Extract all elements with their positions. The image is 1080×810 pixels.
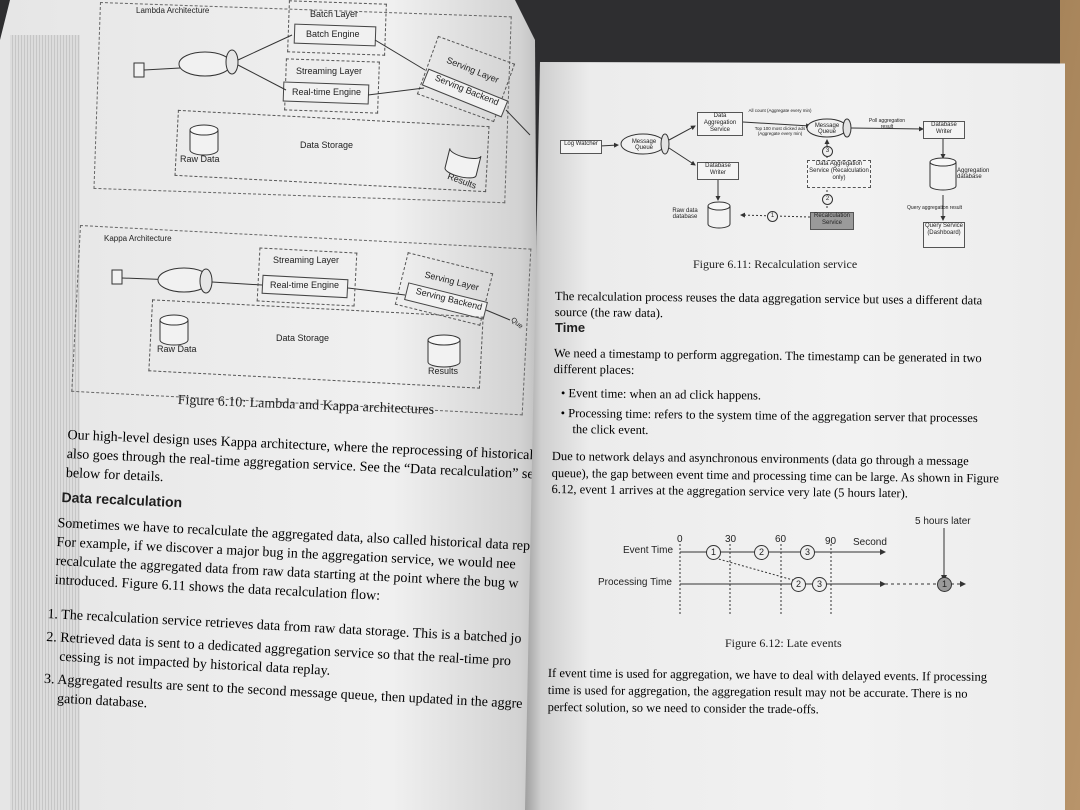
list-number: 2.	[45, 629, 58, 646]
paragraph-timestamp: We need a timestamp to perform aggregati…	[554, 345, 982, 382]
query-service-box: Query Service (Dashboard)	[923, 222, 965, 248]
figure-6-11-caption: Figure 6.11: Recalculation service	[693, 257, 858, 271]
database-writer-2-label: Database Writer	[705, 163, 731, 176]
top-ads-label: Top 100 most clicked ads (Aggregate ever…	[754, 126, 806, 136]
bullet-item: • Event time: when an ad click happens.	[561, 385, 978, 406]
event-1-marker: 1	[706, 545, 721, 560]
step-2-marker: 2	[822, 194, 833, 205]
step-3-marker: 3	[822, 146, 833, 157]
numbered-list: 1. The recalculation service retrieves d…	[43, 605, 538, 734]
data-storage-label: Data Storage	[300, 140, 354, 150]
processing-3-marker: 3	[812, 577, 827, 592]
bullet-item: • Processing time: refers to the system …	[560, 405, 978, 442]
queue-cylinder	[178, 51, 232, 77]
streaming-layer-label: Streaming Layer	[296, 66, 363, 76]
arrow-line	[143, 67, 181, 71]
list-number: 3.	[43, 671, 55, 688]
five-hours-later-label: 5 hours later	[915, 516, 971, 527]
message-queue-2-label: Message Queue	[814, 123, 840, 135]
batch-engine-label: Batch Engine	[306, 29, 360, 39]
paragraph-delays: Due to network delays and asynchronous e…	[551, 448, 999, 503]
list-number: 1.	[47, 606, 59, 623]
bullet-icon: •	[560, 405, 569, 421]
recalculation-service-box: Recalculation Service	[810, 212, 854, 230]
data-aggregation-service-label: Data Aggregation Service	[703, 113, 737, 133]
kappa-results-label: Results	[428, 366, 459, 376]
recalculation-service-label: Recalculation Service	[813, 213, 851, 226]
log-watcher-box: Log Watcher	[560, 140, 602, 154]
bullet-list: • Event time: when an ad click happens. …	[560, 385, 978, 442]
poll-label: Poll aggregation result	[868, 118, 906, 130]
paragraph-2: Sometimes we have to recalculate the agg…	[54, 514, 537, 613]
data-aggregation-service-box: Data Aggregation Service	[697, 112, 743, 136]
processing-time-label: Processing Time	[598, 577, 672, 588]
data-source-icon	[133, 62, 145, 78]
late-events-chart	[679, 528, 966, 615]
raw-data-label: Raw Data	[180, 154, 220, 164]
tick-90-label: 90	[825, 536, 837, 547]
realtime-engine-label: Real-time Engine	[292, 87, 362, 97]
kappa-raw-data-label: Raw Data	[157, 344, 197, 354]
event-time-label: Event Time	[623, 545, 674, 556]
second-label: Second	[853, 537, 887, 548]
recalc-aggregation-service-label: Data Aggregation Service (Recalculation …	[809, 161, 869, 181]
message-queue-label: Message Queue	[631, 139, 657, 151]
log-watcher-label: Log Watcher	[564, 141, 598, 147]
recalc-aggregation-service-box: Data Aggregation Service (Recalculation …	[807, 160, 871, 188]
query-service-label: Query Service (Dashboard)	[924, 223, 963, 236]
data-source-icon	[111, 269, 123, 285]
tick-0-label: 0	[677, 534, 683, 545]
step-1-marker: 1	[767, 211, 778, 222]
lambda-kappa-shapes	[111, 34, 531, 368]
processing-2-marker: 2	[791, 577, 806, 592]
bullet-icon: •	[560, 385, 569, 401]
arrow-line	[505, 109, 531, 136]
batch-layer-label: Batch Layer	[310, 9, 359, 19]
arrow-line	[237, 34, 293, 61]
tick-30-label: 30	[725, 534, 737, 545]
database-writer-box: Database Writer	[923, 121, 965, 139]
arrow-line	[367, 87, 425, 96]
page-stack-edge	[10, 35, 80, 810]
bullet-text: Event time: when an ad click happens.	[568, 386, 762, 403]
kappa-realtime-engine-label: Real-time Engine	[270, 280, 340, 290]
all-count-label: All count (Aggregate every min)	[748, 108, 812, 113]
arrow-line	[374, 39, 426, 71]
tick-60-label: 60	[775, 534, 787, 545]
left-page: Lambda Architecture Batch Layer Batch En…	[0, 0, 540, 810]
event-2-marker: 2	[754, 545, 769, 560]
kappa-streaming-layer-label: Streaming Layer	[273, 255, 340, 265]
raw-data-database-label: Raw data database	[672, 208, 698, 220]
lambda-title: Lambda Architecture	[136, 6, 210, 15]
kappa-data-storage-label: Data Storage	[276, 333, 330, 343]
kappa-title: Kappa Architecture	[104, 234, 172, 243]
queue-cylinder-end	[225, 49, 239, 75]
paragraph-tradeoffs: If event time is used for aggregation, w…	[548, 665, 988, 720]
right-page: Log Watcher Message Queue Data Aggregati…	[525, 62, 1065, 810]
processing-1-late-marker: 1	[937, 577, 952, 592]
paragraph-recalc: The recalculation process reuses the dat…	[555, 288, 983, 324]
aggregation-database-label: Aggregation database	[957, 168, 990, 180]
recalculation-diagram-shapes	[599, 118, 957, 229]
results-cylinder	[444, 148, 482, 179]
arrow-line	[237, 64, 287, 91]
event-3-marker: 3	[800, 545, 815, 560]
figure-6-12-caption: Figure 6.12: Late events	[725, 636, 842, 650]
database-writer-label: Database Writer	[931, 122, 957, 135]
database-writer-2-box: Database Writer	[697, 162, 739, 180]
query-result-label: Query aggregation result	[907, 205, 963, 211]
time-heading: Time	[555, 320, 586, 335]
